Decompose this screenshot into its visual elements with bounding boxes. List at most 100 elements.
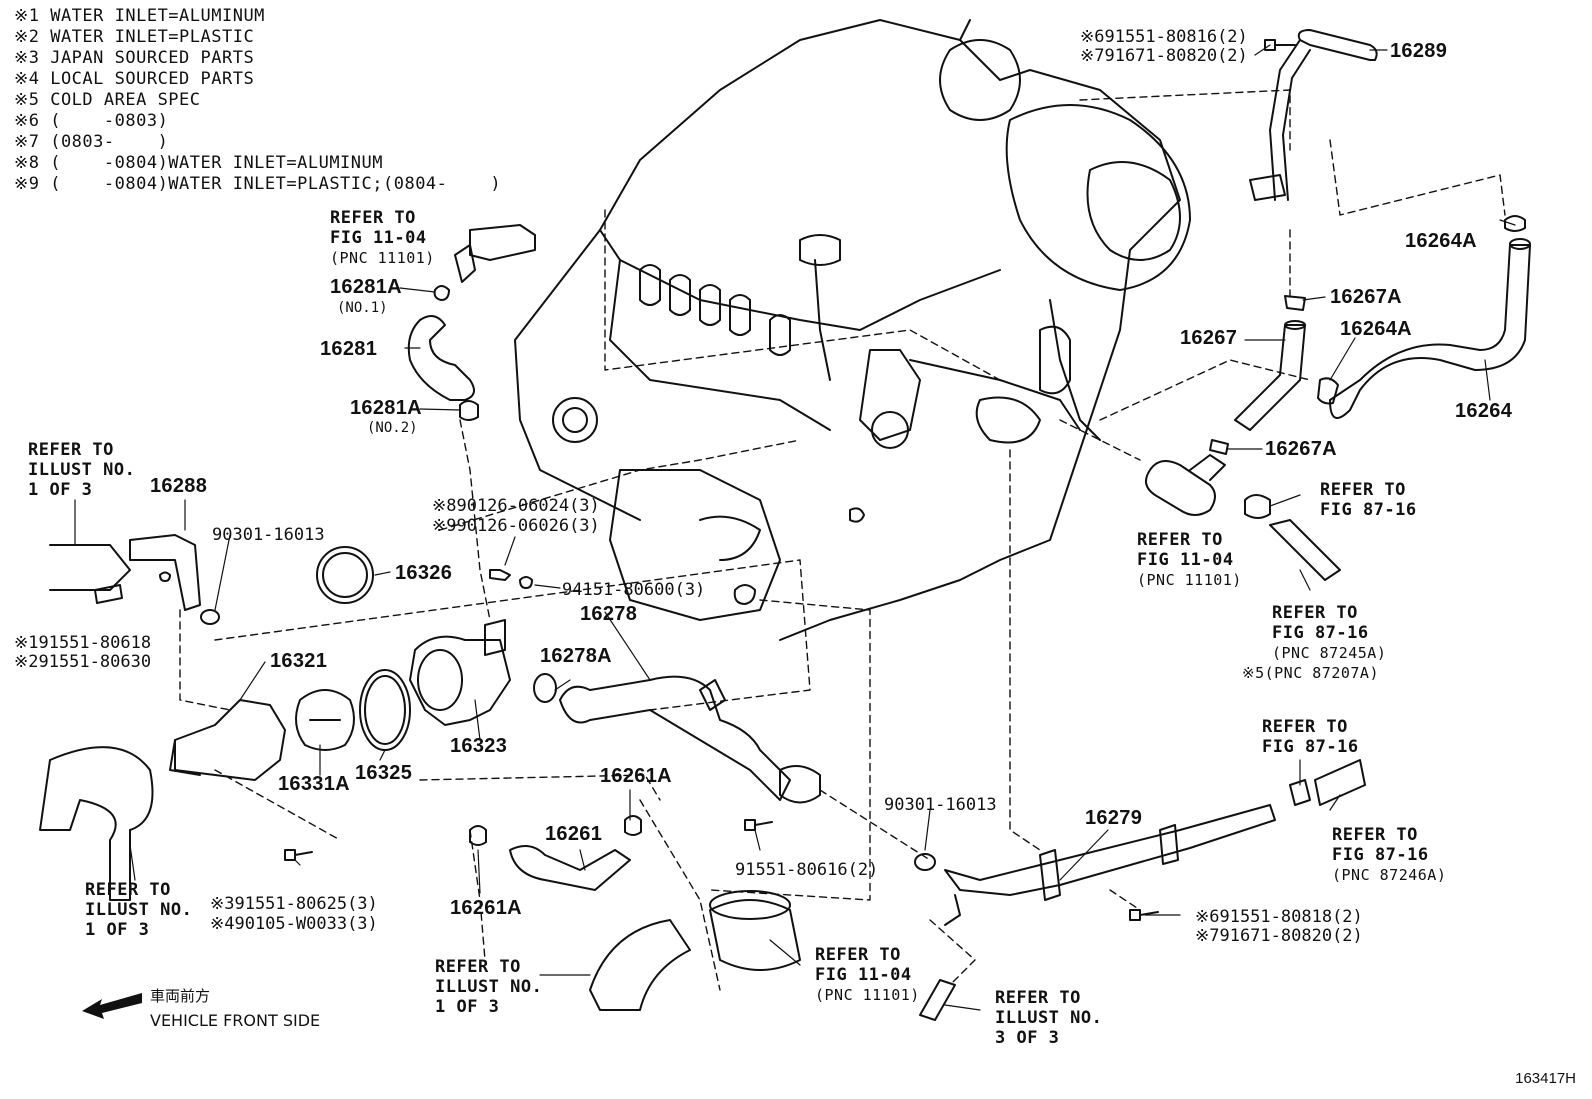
ref-line: 1 OF 3 — [28, 480, 93, 500]
fastener-label[interactable]: ※391551-80625(3) — [210, 894, 378, 914]
ref-line: (PNC 11101) — [815, 986, 920, 1004]
ref-line: ILLUST NO. — [435, 977, 543, 997]
part-label-16325[interactable]: 16325 — [355, 762, 413, 784]
part-label-16261A[interactable]: 16261A — [450, 897, 522, 919]
hose-16264 — [1329, 215, 1531, 419]
water-outlet-right — [1145, 454, 1341, 581]
part-label-16261A[interactable]: 16261A — [600, 765, 672, 787]
refer-to-illust-1[interactable]: REFER TO ILLUST NO. 1 OF 3 — [85, 880, 192, 940]
refer-to-fig-87-16[interactable]: REFER TO FIG 87-16 (PNC 87246A) — [1332, 825, 1446, 885]
note-line: ※4 LOCAL SOURCED PARTS — [14, 69, 255, 89]
fastener-label[interactable]: ※691551-80818(2) — [1195, 907, 1363, 927]
note-line: ※7 (0803- ) — [14, 132, 169, 152]
fastener-label[interactable]: ※990126-06026(3) — [432, 516, 600, 536]
ref-line: (PNC 11101) — [330, 249, 435, 267]
ref-line: REFER TO — [1262, 717, 1348, 737]
part-label-16326[interactable]: 16326 — [395, 562, 453, 584]
turbo-assembly — [939, 19, 1191, 441]
ref-line: 3 OF 3 — [995, 1028, 1060, 1048]
note-line: ※3 JAPAN SOURCED PARTS — [14, 48, 255, 68]
ref-line: FIG 11-04 — [1137, 550, 1234, 570]
ref-line: ILLUST NO. — [28, 460, 136, 480]
ref-line: FIG 11-04 — [330, 228, 427, 248]
note-line: ※8 ( -0804)WATER INLET=ALUMINUM — [14, 153, 383, 173]
ref-line: REFER TO — [815, 945, 901, 965]
engine-block — [514, 19, 1181, 641]
refer-to-illust-1[interactable]: REFER TO ILLUST NO. 1 OF 3 — [435, 957, 542, 1017]
part-label-16264[interactable]: 16264 — [1455, 400, 1513, 422]
part-label-16267A[interactable]: 16267A — [1330, 286, 1402, 308]
note-line: ※6 ( -0803) — [14, 111, 169, 131]
fastener-label[interactable]: 94151-80600(3) — [562, 580, 706, 600]
notes-block: ※1 WATER INLET=ALUMINUM ※2 WATER INLET=P… — [14, 6, 501, 195]
ref-line: REFER TO — [1332, 825, 1418, 845]
fastener-label[interactable]: ※791671-80820(2) — [1195, 926, 1363, 946]
fastener-label[interactable]: 91551-80616(2) — [735, 860, 879, 880]
refer-to-fig-87-16[interactable]: REFER TO FIG 87-16 (PNC 87245A) ※5(PNC 8… — [1242, 603, 1387, 683]
refer-to-fig-11-04[interactable]: REFER TO FIG 11-04 (PNC 11101) — [1137, 530, 1242, 590]
leader-lines — [74, 44, 1516, 1011]
hose-16267 — [1209, 295, 1339, 455]
pipe-16279 — [914, 759, 1366, 1021]
refer-to-fig-11-04[interactable]: REFER TO FIG 11-04 (PNC 11101) — [815, 945, 920, 1005]
part-label-16289[interactable]: 16289 — [1390, 40, 1448, 62]
ref-line: FIG 87-16 — [1262, 737, 1359, 757]
ref-line: REFER TO — [435, 957, 521, 977]
ref-line: REFER TO — [85, 880, 171, 900]
part-label-16323[interactable]: 16323 — [450, 735, 508, 757]
part-label-16267[interactable]: 16267 — [1180, 327, 1238, 349]
part-label-16278A[interactable]: 16278A — [540, 645, 612, 667]
dashed-leaders — [179, 89, 1506, 991]
part-label-16288[interactable]: 16288 — [150, 475, 208, 497]
fastener-label[interactable]: ※291551-80630 — [14, 652, 152, 672]
ref-line: REFER TO — [1320, 480, 1406, 500]
left-parts — [49, 224, 536, 625]
fastener-label[interactable]: ※490105-W0033(3) — [210, 914, 378, 934]
fastener-label[interactable]: 90301-16013 — [212, 525, 325, 545]
ref-line: REFER TO — [1272, 603, 1358, 623]
part-label-16279[interactable]: 16279 — [1085, 807, 1143, 829]
fastener-label[interactable]: ※191551-80618 — [14, 633, 152, 653]
fastener-label[interactable]: ※890126-06024(3) — [432, 496, 600, 516]
fastener-label[interactable]: ※691551-80816(2) — [1080, 27, 1248, 47]
part-label-16321[interactable]: 16321 — [270, 650, 328, 672]
note-line: ※9 ( -0804)WATER INLET=PLASTIC;(0804- ) — [14, 174, 502, 194]
refer-to-fig-87-16[interactable]: REFER TO FIG 87-16 — [1320, 480, 1417, 520]
fastener-label[interactable]: 90301-16013 — [884, 795, 997, 815]
part-label-16278[interactable]: 16278 — [580, 603, 638, 625]
front-label-jp: 車両前方 — [150, 987, 211, 1005]
ref-line: ILLUST NO. — [995, 1008, 1103, 1028]
ref-line: REFER TO — [28, 440, 114, 460]
refer-to-illust-3[interactable]: REFER TO ILLUST NO. 3 OF 3 — [995, 988, 1102, 1048]
ref-line: (PNC 11101) — [1137, 571, 1242, 589]
part-label-16264A[interactable]: 16264A — [1405, 230, 1477, 252]
ref-line: (PNC 87245A) — [1272, 644, 1387, 662]
part-label-16281[interactable]: 16281 — [320, 338, 378, 360]
fastener-label[interactable]: ※791671-80820(2) — [1080, 46, 1248, 66]
refer-to-fig-11-04[interactable]: REFER TO FIG 11-04 (PNC 11101) — [330, 208, 435, 268]
ref-line: REFER TO — [330, 208, 416, 228]
note-line: ※2 WATER INLET=PLASTIC — [14, 27, 255, 47]
part-label-16264A[interactable]: 16264A — [1340, 318, 1412, 340]
part-label-16267A[interactable]: 16267A — [1265, 438, 1337, 460]
part-sublabel-no2: (NO.2) — [367, 420, 418, 436]
refer-to-fig-87-16[interactable]: REFER TO FIG 87-16 — [1262, 717, 1359, 757]
ref-line: ※5(PNC 87207A) — [1242, 664, 1379, 682]
part-label-16281A[interactable]: 16281A — [330, 276, 402, 298]
note-line: ※5 COLD AREA SPEC — [14, 90, 201, 110]
pipe-16289 — [1249, 29, 1378, 201]
note-line: ※1 WATER INLET=ALUMINUM — [14, 6, 265, 26]
ref-line: ILLUST NO. — [85, 900, 193, 920]
front-label-en: VEHICLE FRONT SIDE — [150, 1011, 321, 1030]
part-label-16281A[interactable]: 16281A — [350, 397, 422, 419]
part-label-16331A[interactable]: 16331A — [278, 773, 350, 795]
figure-id: 163417H — [1515, 1070, 1576, 1087]
ref-line: (PNC 87246A) — [1332, 866, 1447, 884]
ref-line: REFER TO — [1137, 530, 1223, 550]
refer-to-illust-1[interactable]: REFER TO ILLUST NO. 1 OF 3 — [28, 440, 135, 500]
ref-line: 1 OF 3 — [85, 920, 150, 940]
part-label-16261[interactable]: 16261 — [545, 823, 603, 845]
ref-line: FIG 87-16 — [1320, 500, 1417, 520]
